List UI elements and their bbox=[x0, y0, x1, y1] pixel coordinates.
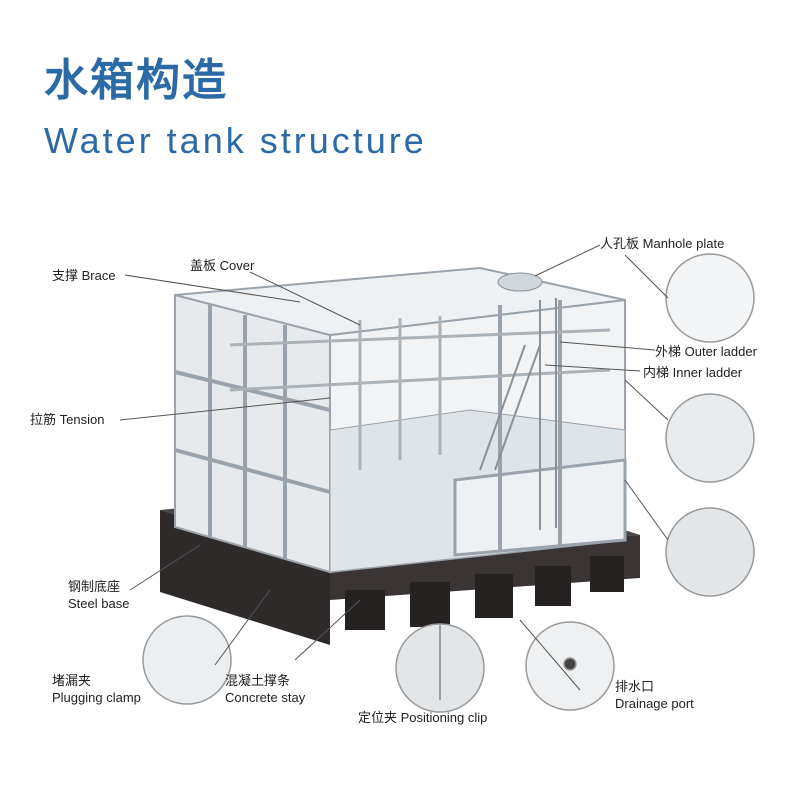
label-positioning-clip-cn: 定位夹 bbox=[358, 711, 398, 726]
label-manhole-en: Manhole plate bbox=[642, 236, 725, 251]
label-drainage-port-cn: 排水口 bbox=[615, 680, 655, 695]
label-tension-cn: 拉筋 bbox=[30, 413, 57, 428]
tank-body bbox=[174, 266, 627, 574]
label-manhole-plate: 人孔板 Manhole plate bbox=[600, 236, 724, 253]
label-steel-base-cn: 钢制底座 bbox=[68, 580, 121, 595]
page-title-cn: 水箱构造 bbox=[44, 55, 228, 106]
label-concrete-stay: 混凝土撑条 Concrete stay bbox=[225, 674, 305, 706]
label-manhole-cn: 人孔板 bbox=[600, 237, 640, 252]
label-tension: 拉筋 Tension bbox=[30, 412, 104, 429]
leader-lines bbox=[119, 244, 669, 700]
label-brace-en: Brace bbox=[81, 268, 116, 283]
label-steel-base: 钢制底座 Steel base bbox=[68, 580, 129, 612]
label-cover-cn: 盖板 bbox=[190, 259, 217, 274]
page-title-en: Water tank structure bbox=[44, 120, 427, 161]
label-positioning-clip: 定位夹 Positioning clip bbox=[358, 710, 487, 727]
label-drainage-port-en: Drainage port bbox=[615, 696, 694, 711]
label-concrete-stay-cn: 混凝土撑条 bbox=[225, 674, 291, 689]
label-outer-ladder-cn: 外梯 bbox=[655, 345, 682, 360]
label-cover-en: Cover bbox=[219, 258, 255, 273]
label-brace: 支撑 Brace bbox=[52, 268, 116, 285]
label-plugging-clamp-cn: 堵漏夹 bbox=[52, 674, 92, 689]
label-inner-ladder: 内梯 Inner ladder bbox=[643, 365, 742, 382]
label-inner-ladder-en: Inner ladder bbox=[672, 365, 743, 380]
label-outer-ladder: 外梯 Outer ladder bbox=[655, 344, 757, 361]
label-concrete-stay-en: Concrete stay bbox=[225, 690, 306, 705]
label-drainage-port: 排水口 Drainage port bbox=[615, 680, 694, 712]
label-plugging-clamp-en: Plugging clamp bbox=[52, 690, 141, 705]
label-positioning-clip-en: Positioning clip bbox=[400, 710, 488, 725]
label-steel-base-en: Steel base bbox=[68, 596, 130, 611]
label-brace-cn: 支撑 bbox=[52, 269, 79, 284]
detail-circles bbox=[142, 253, 755, 713]
label-plugging-clamp: 堵漏夹 Plugging clamp bbox=[52, 674, 141, 706]
label-inner-ladder-cn: 内梯 bbox=[643, 366, 670, 381]
label-cover: 盖板 Cover bbox=[190, 258, 254, 275]
label-tension-en: Tension bbox=[59, 412, 105, 427]
label-outer-ladder-en: Outer ladder bbox=[684, 344, 757, 359]
